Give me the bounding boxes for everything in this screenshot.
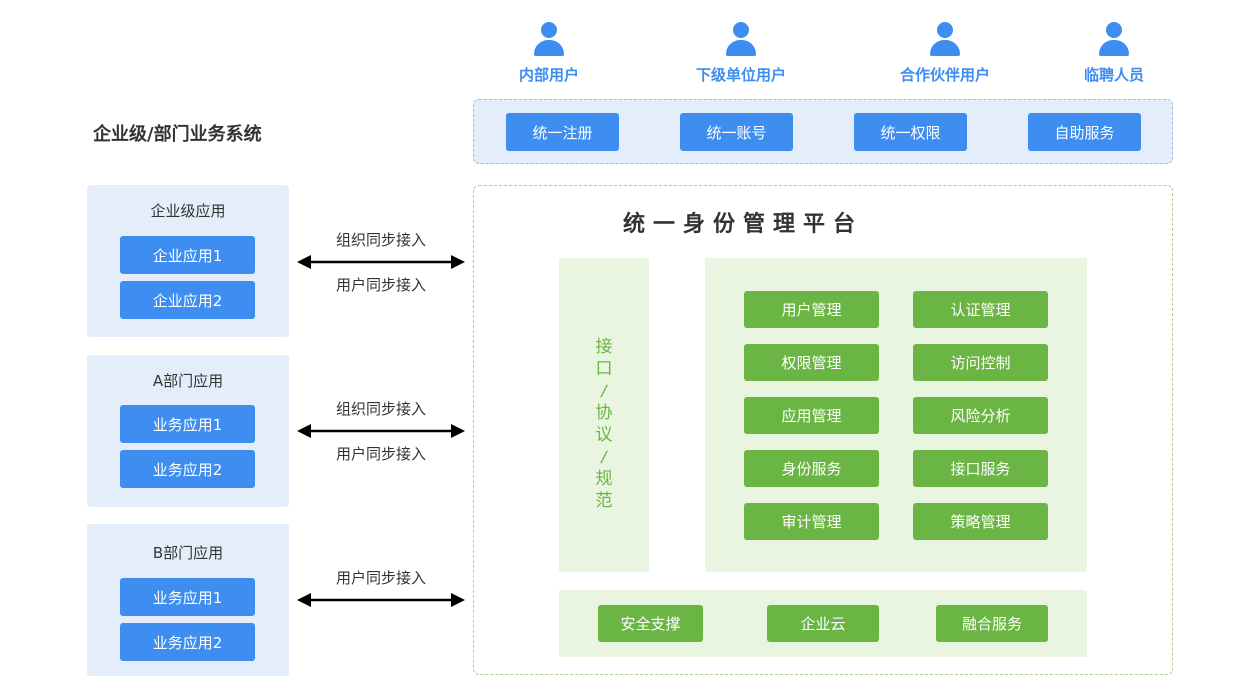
user-icon: [534, 22, 564, 58]
module-box: 身份服务: [744, 450, 879, 487]
group-title: B部门应用: [152, 544, 224, 562]
module-box: 用户管理: [744, 291, 879, 328]
app-box: 企业应用1: [120, 236, 255, 274]
app-box: 业务应用1: [120, 405, 255, 443]
char: 范: [595, 491, 613, 511]
group-title: A部门应用: [152, 372, 224, 390]
app-box: 业务应用1: [120, 578, 255, 616]
module-box: 认证管理: [913, 291, 1048, 328]
char: 议: [595, 425, 613, 445]
sync-label: 用户同步接入: [335, 445, 426, 463]
user-subordinate: 下级单位用户: [671, 22, 811, 85]
sync-label: 用户同步接入: [335, 569, 426, 587]
module-box: 权限管理: [744, 344, 879, 381]
module-box: 审计管理: [744, 503, 879, 540]
group-enterprise: 企业级应用 企业应用1 企业应用2: [87, 185, 289, 337]
user-label: 下级单位用户: [695, 66, 786, 84]
char: 规: [595, 469, 613, 489]
user-label: 临聘人员: [1083, 66, 1144, 84]
group-dept-b: B部门应用 业务应用1 业务应用2: [87, 524, 289, 676]
left-section-title: 企业级/部门业务系统: [93, 124, 262, 145]
app-box: 企业应用2: [120, 281, 255, 319]
interface-protocol-label: 接 口 / 协 议 / 规 范: [559, 336, 649, 512]
user-label: 内部用户: [518, 66, 579, 84]
bidirectional-arrow: [297, 424, 465, 438]
user-label: 合作伙伴用户: [899, 66, 990, 84]
foundation-box: 融合服务: [936, 605, 1048, 642]
user-internal: 内部用户: [479, 22, 619, 85]
module-box: 风险分析: [913, 397, 1048, 434]
group-dept-a: A部门应用 业务应用1 业务应用2: [87, 355, 289, 507]
service-unified-account: 统一账号: [680, 113, 793, 151]
foundation-box: 企业云: [767, 605, 879, 642]
top-service-band: 统一注册 统一账号 统一权限 自助服务: [473, 99, 1173, 164]
sync-label: 组织同步接入: [335, 231, 426, 249]
foundation-box: 安全支撑: [598, 605, 703, 642]
bidirectional-arrow: [297, 255, 465, 269]
service-unified-permission: 统一权限: [854, 113, 967, 151]
app-box: 业务应用2: [120, 623, 255, 661]
char: 协: [595, 403, 613, 423]
group-title: 企业级应用: [150, 202, 226, 220]
identity-platform-container: [473, 185, 1173, 675]
user-temporary: 临聘人员: [1044, 22, 1184, 85]
service-unified-register: 统一注册: [506, 113, 619, 151]
module-box: 策略管理: [913, 503, 1048, 540]
module-box: 应用管理: [744, 397, 879, 434]
user-partner: 合作伙伴用户: [875, 22, 1015, 85]
module-box: 接口服务: [913, 450, 1048, 487]
bidirectional-arrow: [297, 593, 465, 607]
user-icon: [1099, 22, 1129, 58]
interface-column: [559, 258, 649, 572]
char: 接: [595, 337, 613, 357]
module-box: 访问控制: [913, 344, 1048, 381]
platform-title: 统一身份管理平台: [622, 212, 863, 237]
service-self-service: 自助服务: [1028, 113, 1141, 151]
app-box: 业务应用2: [120, 450, 255, 488]
sync-label: 组织同步接入: [335, 400, 426, 418]
char: 口: [595, 359, 613, 379]
user-icon: [930, 22, 960, 58]
user-icon: [726, 22, 756, 58]
sync-label: 用户同步接入: [335, 276, 426, 294]
